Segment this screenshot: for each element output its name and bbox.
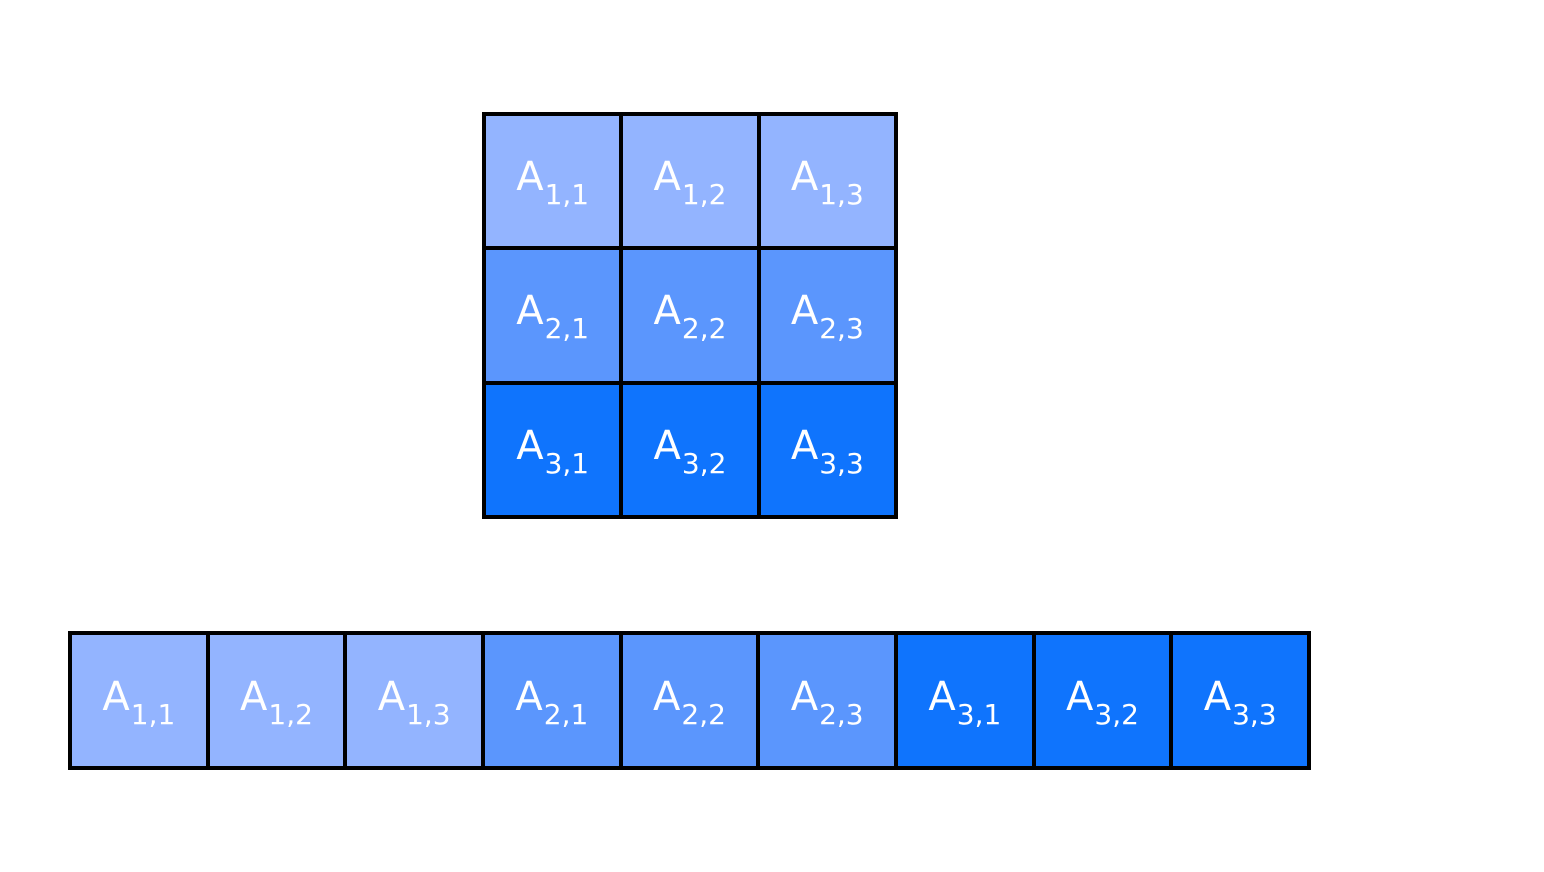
element-subscript: 1,1 <box>130 697 176 731</box>
element-subscript: 3,2 <box>681 446 727 480</box>
element-subscript: 2,2 <box>681 312 727 346</box>
element-base-letter: A <box>1066 673 1094 720</box>
element-base-letter: A <box>1203 673 1232 720</box>
element-base-letter: A <box>790 288 819 335</box>
element-subscript: 2,1 <box>543 697 589 731</box>
element-base-letter: A <box>377 673 406 720</box>
element-base-letter: A <box>790 154 819 201</box>
element-base-letter: A <box>653 673 681 720</box>
element-base-letter: A <box>653 288 681 335</box>
element-subscript: 1,3 <box>819 178 864 212</box>
element-base-letter: A <box>653 154 681 201</box>
element-base-letter: A <box>515 673 543 720</box>
element-subscript: 2,2 <box>681 697 726 731</box>
element-base-letter: A <box>516 154 544 201</box>
element-subscript: 2,1 <box>544 312 590 346</box>
element-base-letter: A <box>790 673 819 720</box>
element-subscript: 1,1 <box>544 178 590 212</box>
element-base-letter: A <box>790 422 819 469</box>
element-base-letter: A <box>102 673 130 720</box>
element-base-letter: A <box>240 673 268 720</box>
element-subscript: 1,2 <box>681 178 727 212</box>
element-base-letter: A <box>516 422 544 469</box>
element-subscript: 1,2 <box>268 697 313 731</box>
element-subscript: 3,2 <box>1094 697 1139 731</box>
element-subscript: 3,1 <box>544 446 590 480</box>
element-subscript: 3,1 <box>956 697 1002 731</box>
element-base-letter: A <box>653 422 681 469</box>
element-subscript: 3,3 <box>819 446 864 480</box>
element-subscript: 2,3 <box>819 312 864 346</box>
element-base-letter: A <box>928 673 956 720</box>
element-base-letter: A <box>516 288 544 335</box>
element-subscript: 3,3 <box>1232 697 1277 731</box>
element-subscript: 2,3 <box>819 697 864 731</box>
element-subscript: 1,3 <box>406 697 451 731</box>
